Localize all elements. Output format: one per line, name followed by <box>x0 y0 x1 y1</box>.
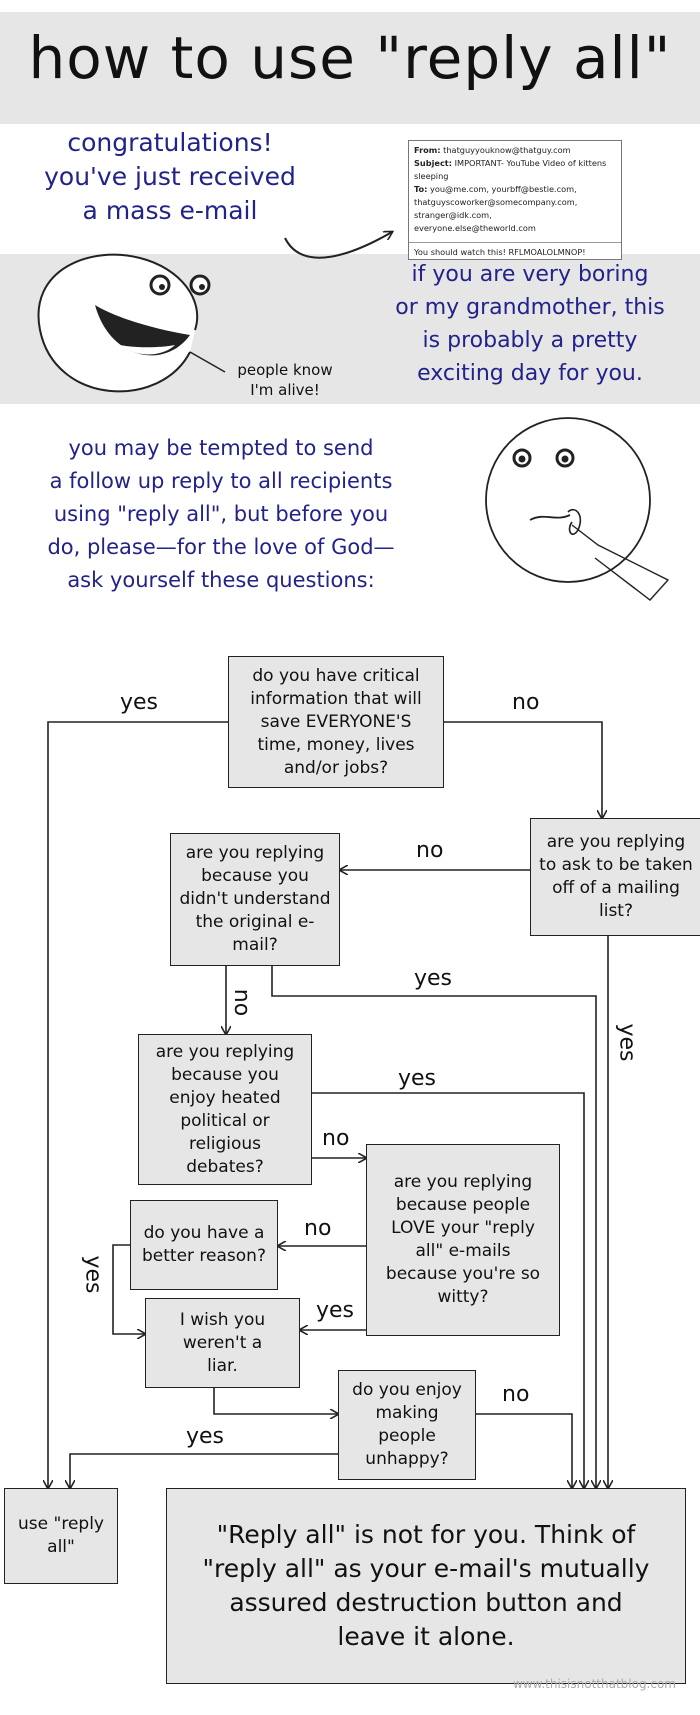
title-band <box>0 12 700 124</box>
connector-unhappy-notforyou <box>476 1413 572 1488</box>
happy-face-icon <box>37 253 226 393</box>
boring-text: if you are very boring or my grandmother… <box>395 262 665 386</box>
label-no-debates: no <box>322 1126 350 1151</box>
label-yes-understand: yes <box>414 966 453 991</box>
people-know-text: people know I'm alive! <box>237 361 333 399</box>
label-yes-love: yes <box>316 1298 355 1323</box>
thinking-face-icon <box>485 417 670 601</box>
label-yes-unhappy: yes <box>186 1424 225 1449</box>
watermark: www.thisisnotthatblog.com <box>512 1677 676 1691</box>
box-love-reply-all: are you replying because people LOVE you… <box>366 1144 560 1336</box>
label-no-understand: no <box>229 988 255 1017</box>
connector-understand-notforyou <box>271 966 596 1488</box>
label-no-love: no <box>304 1216 332 1241</box>
label-yes-critical: yes <box>120 690 159 715</box>
box-critical-information: do you have critical information that wi… <box>228 656 444 788</box>
label-no-mailing: no <box>416 838 444 863</box>
email-preview: From: thatguyyouknow@thatguy.com Subject… <box>408 140 622 260</box>
box-didnt-understand: are you replying because you didn't unde… <box>170 833 340 966</box>
box-use-reply-all: use "reply all" <box>4 1488 118 1584</box>
connector-critical-mailing <box>444 721 602 818</box>
page-title: how to use "reply all" <box>28 24 672 92</box>
box-mailing-list: are you replying to ask to be taken off … <box>530 818 700 936</box>
box-not-for-you: "Reply all" is not for you. Think of "re… <box>166 1488 686 1684</box>
tempted-text: you may be tempted to send a follow up r… <box>47 436 395 592</box>
connector-better-liar <box>112 1244 145 1334</box>
connector-debates-notforyou <box>312 1092 584 1488</box>
label-yes-debates: yes <box>398 1066 437 1091</box>
box-make-unhappy: do you enjoy making people unhappy? <box>338 1370 476 1480</box>
connector-unhappy-use <box>70 1453 338 1488</box>
label-yes-better: yes <box>80 1255 106 1294</box>
label-yes-mailing: yes <box>614 1023 640 1062</box>
connector-critical-use <box>48 721 228 1488</box>
box-liar: I wish you weren't a liar. <box>145 1298 300 1388</box>
connector-liar-unhappy <box>213 1388 338 1414</box>
box-heated-debates: are you replying because you enjoy heate… <box>138 1034 312 1185</box>
label-no-critical: no <box>512 690 540 715</box>
box-better-reason: do you have a better reason? <box>130 1200 278 1290</box>
congrats-text: congratulations! you've just received a … <box>44 128 296 225</box>
curved-arrow <box>284 232 392 259</box>
label-no-unhappy: no <box>502 1382 530 1407</box>
